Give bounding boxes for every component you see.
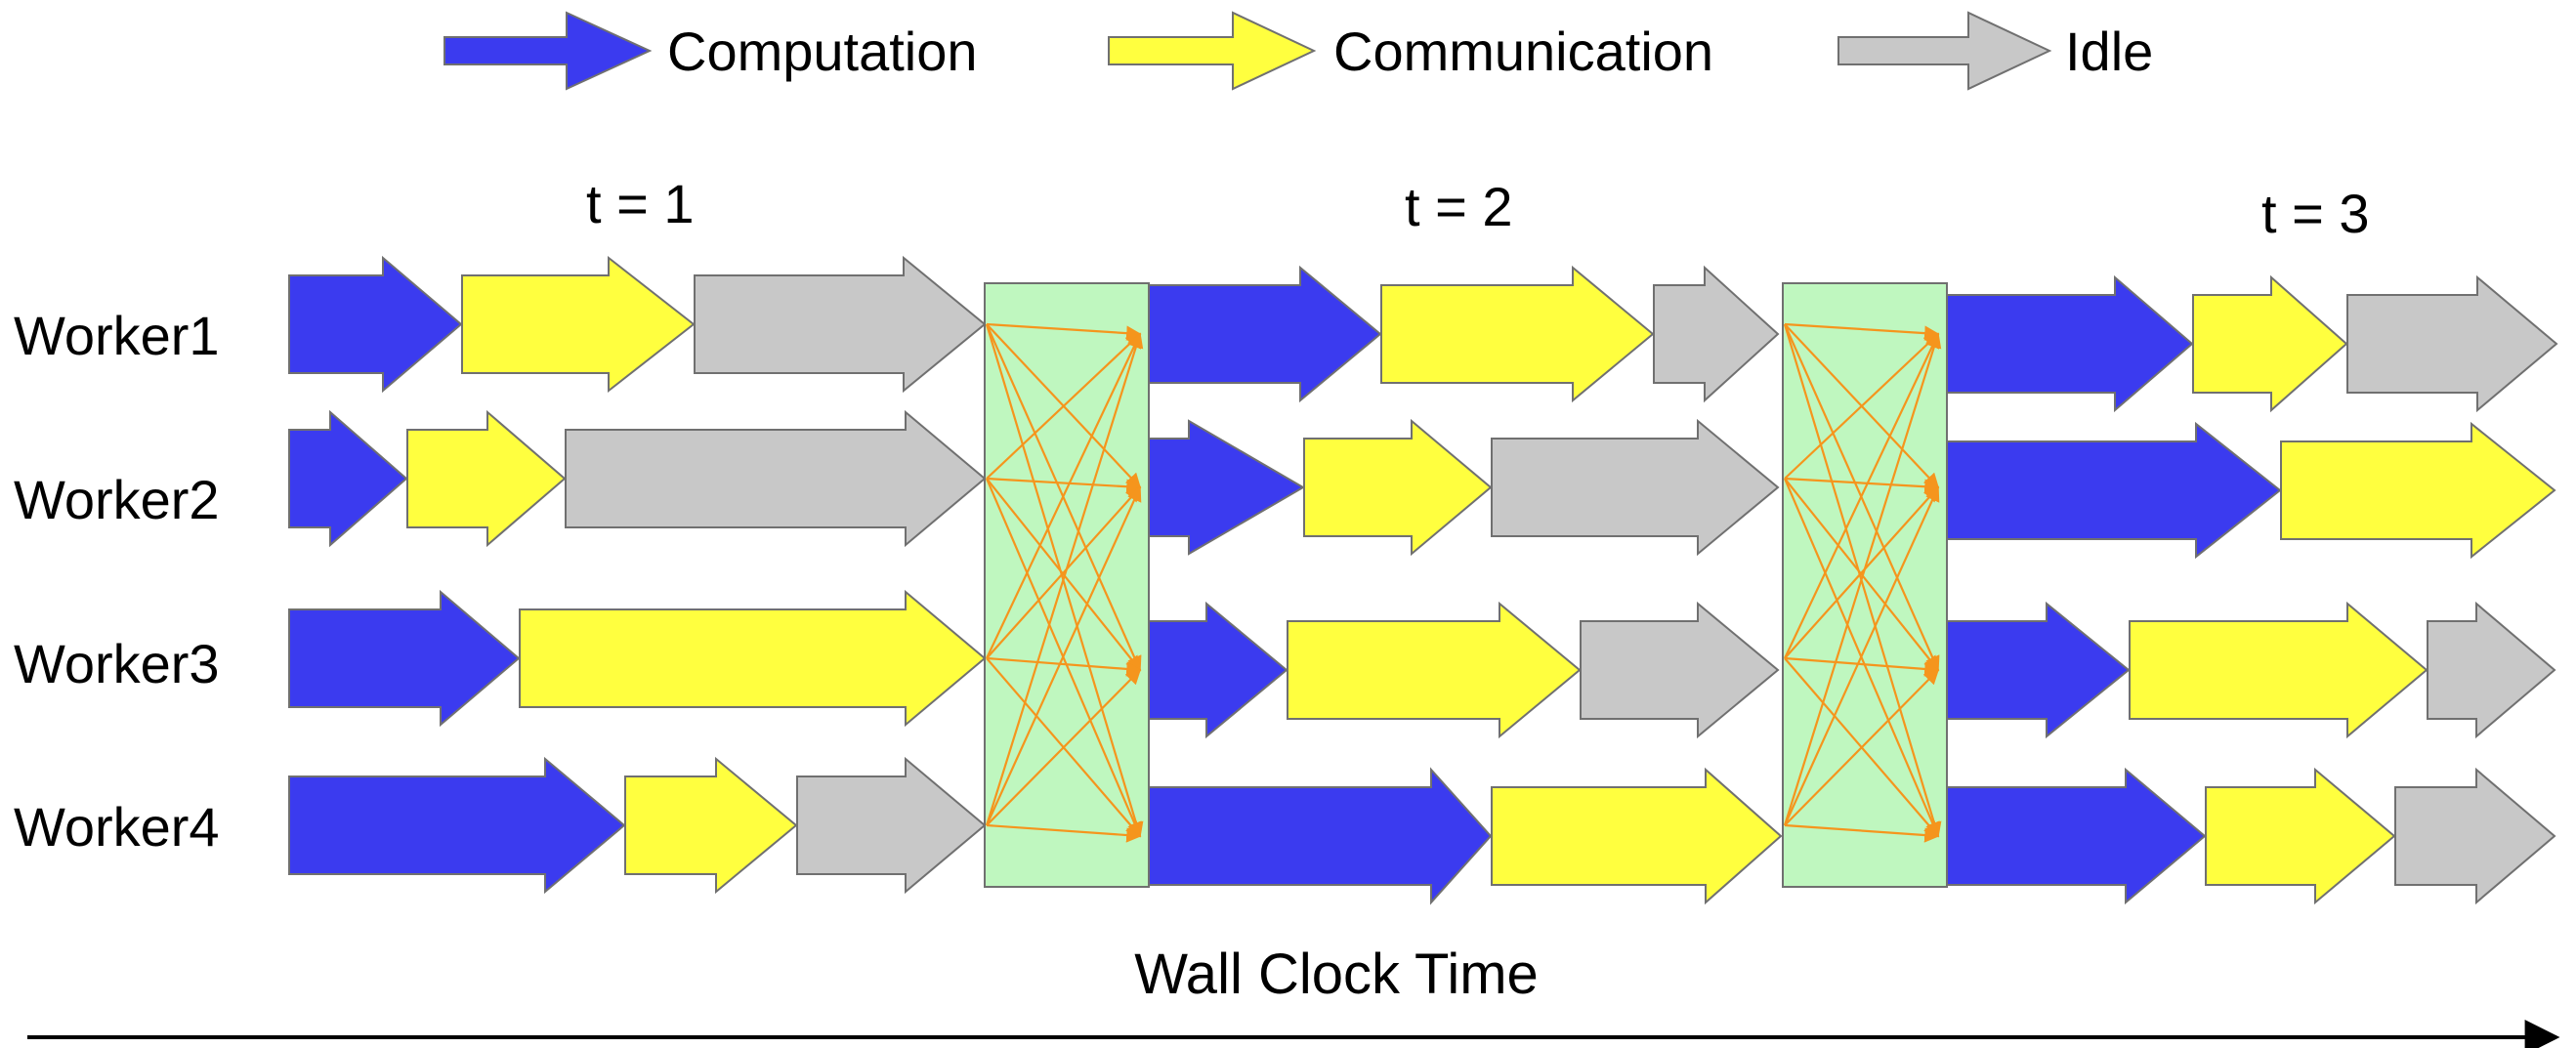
worker4-communication-segment-3 (2205, 767, 2396, 905)
worker3-idle-segment-3 (2427, 601, 2556, 739)
sync-exchange-arrow (1784, 322, 1940, 341)
iteration-label-2: t = 2 (1405, 176, 1513, 237)
sync-barrier-1 (984, 282, 1150, 888)
legend-communication: Communication (1108, 11, 1713, 91)
sync-exchange-arrow (986, 668, 1142, 826)
worker1-idle-segment-1 (694, 255, 987, 394)
sync-exchange-arrow (986, 485, 1142, 659)
worker2-idle-segment-2 (1491, 418, 1780, 557)
sync-exchange-arrow (1784, 477, 1940, 494)
sync-exchange-arrow (986, 823, 1142, 843)
legend-idle-arrow (1837, 11, 2052, 91)
legend: Computation Communication Idle (443, 11, 2153, 91)
worker2-computation-segment-3 (1946, 421, 2282, 560)
worker-label-4: Worker4 (14, 796, 220, 858)
sync-exchange-arrow (1784, 332, 1940, 659)
iteration-label-3: t = 3 (2261, 183, 2370, 244)
worker2-computation-segment-2 (1148, 419, 1305, 556)
sync-exchange-arrow (986, 332, 1142, 659)
worker4-computation-segment-2 (1148, 767, 1493, 905)
worker1-communication-segment-3 (2192, 274, 2348, 413)
sync-exchange-arrow (986, 322, 1142, 341)
worker4-computation-segment-1 (288, 756, 626, 895)
worker3-computation-segment-1 (288, 589, 521, 728)
sync-exchange-arrow (986, 477, 1142, 494)
worker-label-2: Worker2 (14, 469, 220, 530)
sync-exchange-arrow (986, 656, 1142, 677)
sync-barrier-2 (1782, 282, 1948, 888)
worker1-idle-segment-3 (2346, 274, 2558, 413)
iteration-labels: t = 1 t = 2 t = 3 (586, 173, 2370, 244)
worker2-timeline (288, 409, 2556, 560)
worker3-communication-segment-3 (2129, 601, 2428, 739)
worker1-computation-segment-3 (1946, 274, 2194, 413)
worker4-computation-segment-3 (1946, 767, 2207, 905)
worker1-timeline (288, 255, 2558, 413)
worker-label-1: Worker1 (14, 305, 220, 366)
worker1-communication-segment-1 (461, 255, 696, 394)
worker4-communication-segment-1 (624, 756, 798, 895)
worker4-idle-segment-1 (796, 756, 987, 895)
sync-arrows-2 (1783, 322, 1942, 843)
worker2-communication-segment-3 (2280, 421, 2556, 560)
worker2-computation-segment-1 (288, 409, 408, 548)
worker3-communication-segment-2 (1287, 601, 1582, 739)
worker4-communication-segment-2 (1491, 767, 1783, 905)
sync-arrows-1 (985, 322, 1144, 843)
iteration-label-1: t = 1 (586, 173, 695, 234)
sync-exchange-arrow (1784, 332, 1940, 480)
worker2-communication-segment-1 (406, 409, 567, 548)
legend-communication-arrow (1108, 11, 1317, 91)
sync-exchange-arrow (1784, 823, 1940, 843)
wall-clock-axis-label: Wall Clock Time (1134, 943, 1539, 1006)
legend-computation-arrow (443, 11, 653, 91)
worker3-communication-segment-1 (519, 589, 987, 728)
sync-exchange-arrow (1784, 668, 1940, 826)
worker-labels: Worker1 Worker2 Worker3 Worker4 (14, 305, 220, 858)
worker-label-3: Worker3 (14, 633, 220, 694)
worker4-timeline (288, 756, 2556, 905)
worker3-idle-segment-2 (1580, 601, 1780, 739)
legend-idle-label: Idle (2065, 21, 2153, 82)
sync-exchange-arrow (1784, 485, 1940, 659)
sync-exchange-arrow (1783, 332, 1942, 826)
legend-computation: Computation (443, 11, 978, 91)
wall-clock-axis: Wall Clock Time (27, 943, 2560, 1048)
sync-exchange-arrow (1783, 485, 1940, 826)
legend-communication-label: Communication (1333, 21, 1713, 82)
worker3-computation-segment-2 (1148, 601, 1288, 739)
worker1-idle-segment-2 (1653, 265, 1780, 403)
worker1-communication-segment-2 (1380, 265, 1655, 403)
sync-exchange-arrow (985, 485, 1142, 826)
sync-exchange-arrow (986, 332, 1142, 480)
worker3-computation-segment-3 (1946, 601, 2131, 739)
legend-computation-label: Computation (667, 21, 978, 82)
worker1-computation-segment-1 (288, 255, 463, 394)
legend-idle: Idle (1837, 11, 2153, 91)
worker2-idle-segment-1 (565, 409, 987, 548)
worker4-idle-segment-3 (2394, 767, 2556, 905)
sync-exchange-arrow (985, 332, 1144, 826)
worker2-communication-segment-2 (1303, 418, 1493, 557)
worker1-computation-segment-2 (1148, 265, 1382, 403)
sync-exchange-arrow (1784, 656, 1940, 677)
worker3-timeline (288, 589, 2556, 739)
